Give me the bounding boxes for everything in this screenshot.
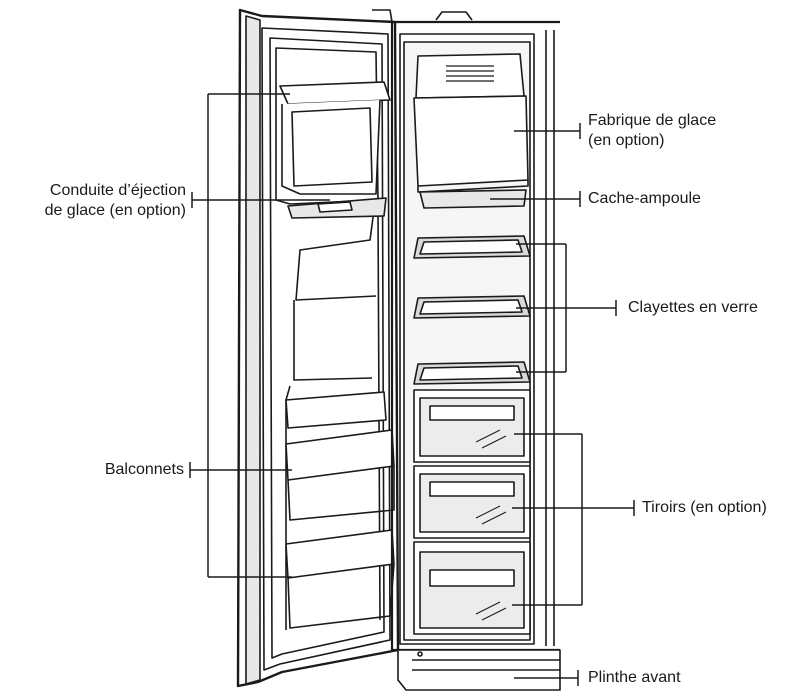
toe-grille xyxy=(397,649,561,691)
label-toe-grille: Plinthe avant xyxy=(588,669,681,686)
drawer-2 xyxy=(413,465,531,539)
glass-shelf-3 xyxy=(413,361,531,385)
label-ice-maker: Fabrique de glace (en option) xyxy=(588,111,716,151)
label-ice-chute-line2: de glace (en option) xyxy=(44,202,186,219)
door-bin-upper xyxy=(285,391,395,521)
drawer-1 xyxy=(413,389,531,463)
door-ice-bucket xyxy=(279,81,391,195)
label-ice-maker-line1: Fabrique de glace xyxy=(588,112,717,129)
label-ice-chute-line1: Conduite d’éjection xyxy=(49,182,186,199)
label-ice-maker-line2: (en option) xyxy=(588,132,665,149)
glass-shelf-1 xyxy=(413,235,531,259)
ice-chute xyxy=(287,197,387,219)
label-lamp-cover: Cache-ampoule xyxy=(588,190,701,207)
callout-lines xyxy=(189,93,635,686)
drawer-3 xyxy=(413,541,531,635)
label-glass-shelves: Clayettes en verre xyxy=(628,299,758,316)
label-drawers: Tiroirs (en option) xyxy=(642,499,767,516)
label-door-bins: Balconnets xyxy=(104,461,184,478)
label-ice-chute: Conduite d’éjection de glace (en option) xyxy=(45,181,186,221)
lamp-cover-shape xyxy=(419,189,527,209)
ice-maker xyxy=(413,53,529,193)
glass-shelf-2 xyxy=(413,295,531,319)
